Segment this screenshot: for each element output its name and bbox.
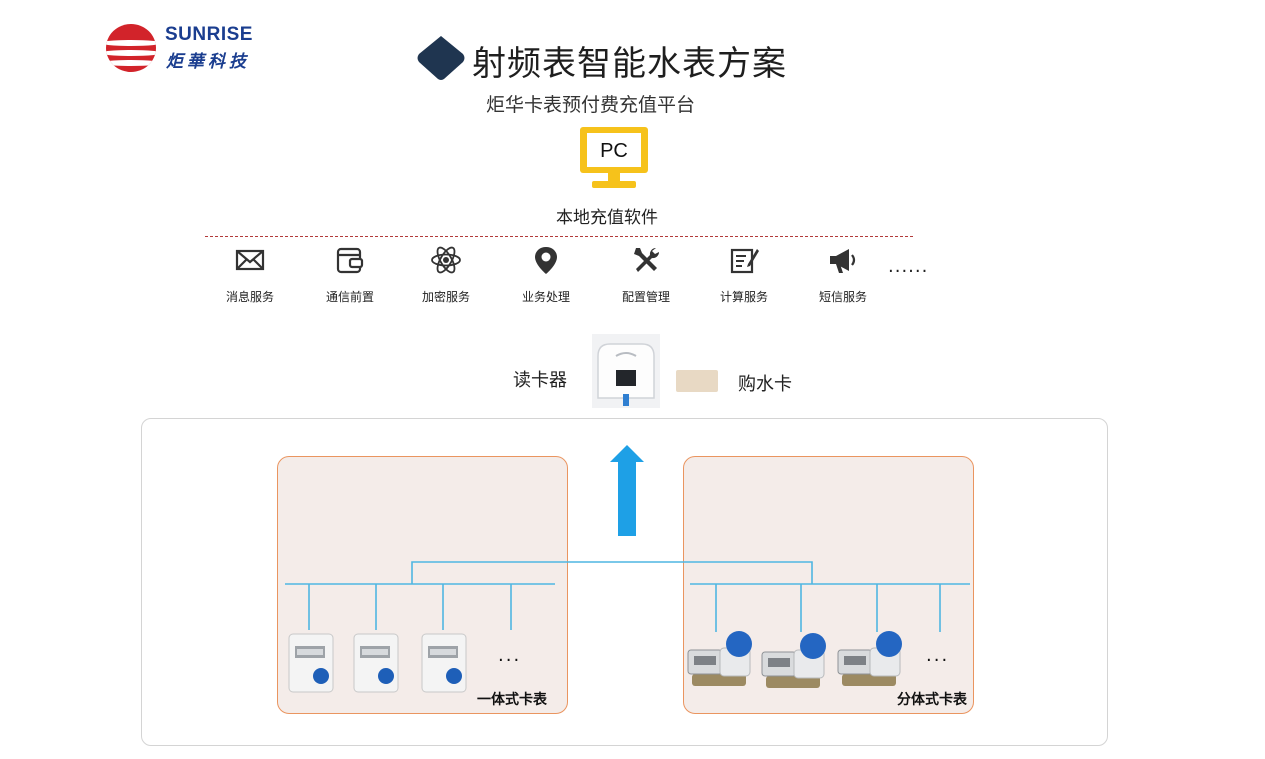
page-title: 射频表智能水表方案	[472, 44, 787, 84]
tools-icon	[634, 247, 660, 272]
mail-icon	[235, 249, 265, 271]
services-more-ellipsis: ......	[888, 256, 929, 277]
integrated-meter-icon	[353, 633, 399, 693]
service-label: 通信前置	[325, 290, 374, 304]
meter-network-panel	[141, 418, 1108, 746]
title-bullet-icon	[417, 36, 465, 80]
service-label: 计算服务	[719, 290, 768, 304]
upload-arrow-icon	[610, 445, 644, 536]
integrated-meter-icon	[421, 633, 467, 693]
split-meter-icon	[687, 631, 752, 686]
service-label: 短信服务	[818, 290, 867, 304]
atom-icon	[431, 246, 461, 274]
divider-dashed	[205, 236, 913, 237]
local-software-label: 本地充值软件	[556, 208, 658, 228]
service-label: 配置管理	[621, 290, 670, 304]
split-meter-icon	[761, 633, 826, 688]
service-item-compute: 计算服务	[704, 244, 784, 305]
water-card-label: 购水卡	[738, 374, 792, 395]
split-meter-label: 分体式卡表	[897, 692, 967, 708]
wallet-icon	[336, 247, 364, 274]
megaphone-icon	[830, 249, 856, 273]
split-more-ellipsis: ...	[926, 645, 950, 666]
service-item-sms: 短信服务	[803, 244, 883, 305]
card-reader-label: 读卡器	[513, 370, 567, 391]
service-item-config: 配置管理	[606, 244, 686, 305]
service-label: 加密服务	[421, 290, 470, 304]
split-meter-icon	[837, 631, 902, 686]
integrated-more-ellipsis: ...	[498, 645, 522, 666]
service-item-comm: 通信前置	[310, 244, 390, 305]
logo-text-cn: 炬華科技	[166, 52, 250, 72]
pc-screen-text: PC	[600, 140, 628, 162]
integrated-meter-label: 一体式卡表	[477, 692, 547, 708]
integrated-meter-icon	[288, 633, 334, 693]
service-item-business: 业务处理	[506, 244, 586, 305]
location-pin-icon	[535, 247, 557, 274]
platform-subtitle: 炬华卡表预付费充值平台	[486, 94, 696, 116]
water-card-icon	[676, 370, 718, 392]
service-item-message: 消息服务	[210, 244, 290, 305]
service-label: 消息服务	[225, 290, 274, 304]
pc-monitor-icon: PC	[580, 127, 648, 188]
logo-text-en: SUNRISE	[165, 24, 253, 45]
logo-mark-icon	[106, 24, 156, 72]
edit-document-icon	[730, 248, 759, 274]
service-label: 业务处理	[521, 290, 570, 304]
service-item-encrypt: 加密服务	[406, 244, 486, 305]
card-reader-device-icon	[592, 334, 660, 408]
